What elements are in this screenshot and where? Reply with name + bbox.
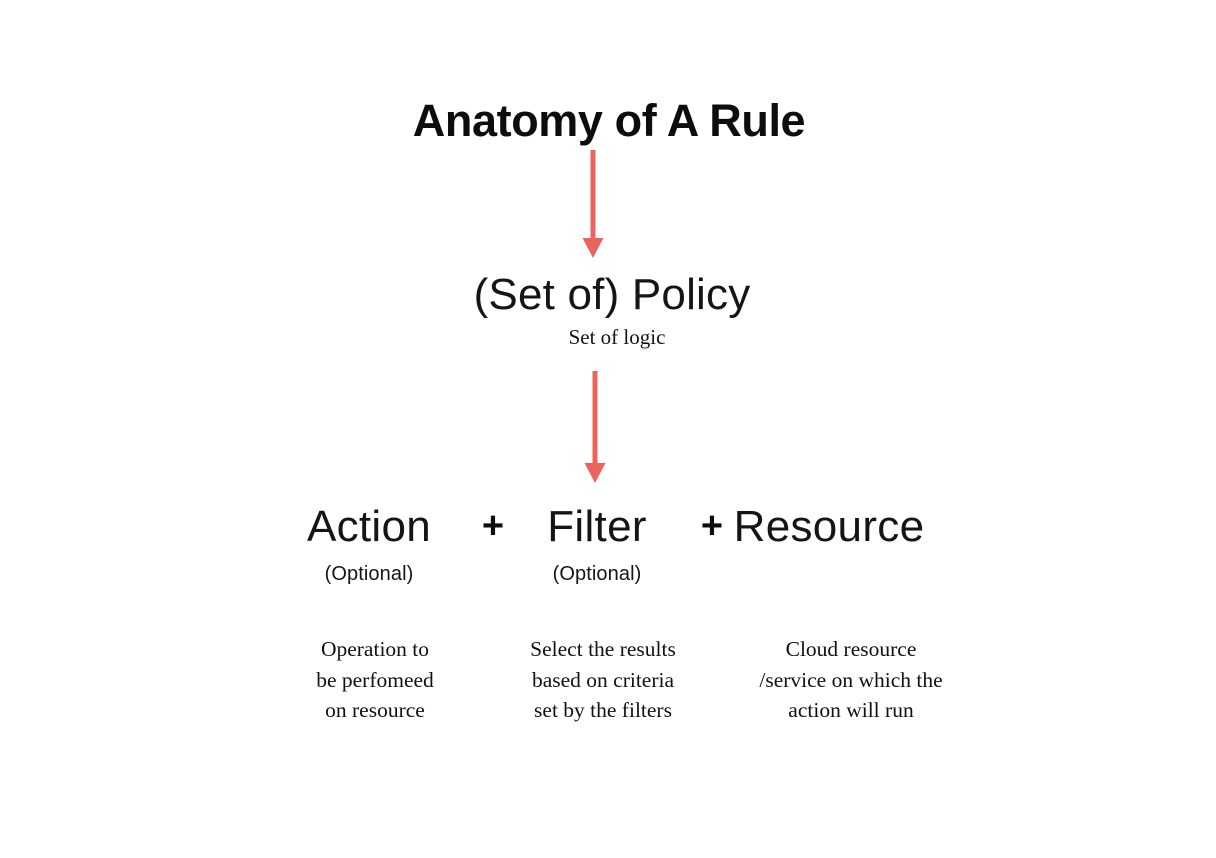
policy-label: (Set of) Policy (473, 270, 751, 319)
description-action: Operation to be perfomeed on resource (316, 634, 434, 726)
plus-operator-2: + (700, 505, 724, 547)
component-label-filter: Filter (547, 502, 647, 551)
description-line: /service on which the (759, 667, 943, 692)
policy-subtitle: Set of logic (568, 325, 666, 349)
description-line: be perfomeed (316, 667, 434, 692)
optional-tag-action: (Optional) (324, 563, 414, 585)
component-label-action: Action (306, 502, 432, 551)
description-line: action will run (788, 698, 914, 722)
optional-tag-filter: (Optional) (552, 563, 642, 585)
description-row: Operation to be perfomeed on resource Se… (0, 634, 1216, 744)
formula-row: Action + Filter + Resource (0, 502, 1216, 554)
description-filter: Select the results based on criteria set… (530, 634, 676, 726)
description-resource: Cloud resource /service on which the act… (759, 634, 942, 726)
description-line: Select the results (530, 637, 676, 661)
arrow-title-to-policy-icon (582, 150, 604, 258)
description-line: Cloud resource (785, 637, 917, 661)
description-line: Operation to (320, 637, 430, 661)
description-line: based on criteria (531, 667, 675, 692)
plus-operator-1: + (481, 505, 505, 547)
description-line: on resource (325, 698, 425, 722)
description-line: set by the filters (534, 698, 672, 722)
page-title: Anatomy of A Rule (412, 95, 806, 146)
component-label-resource: Resource (733, 502, 925, 551)
arrow-policy-to-components-icon (584, 371, 606, 483)
